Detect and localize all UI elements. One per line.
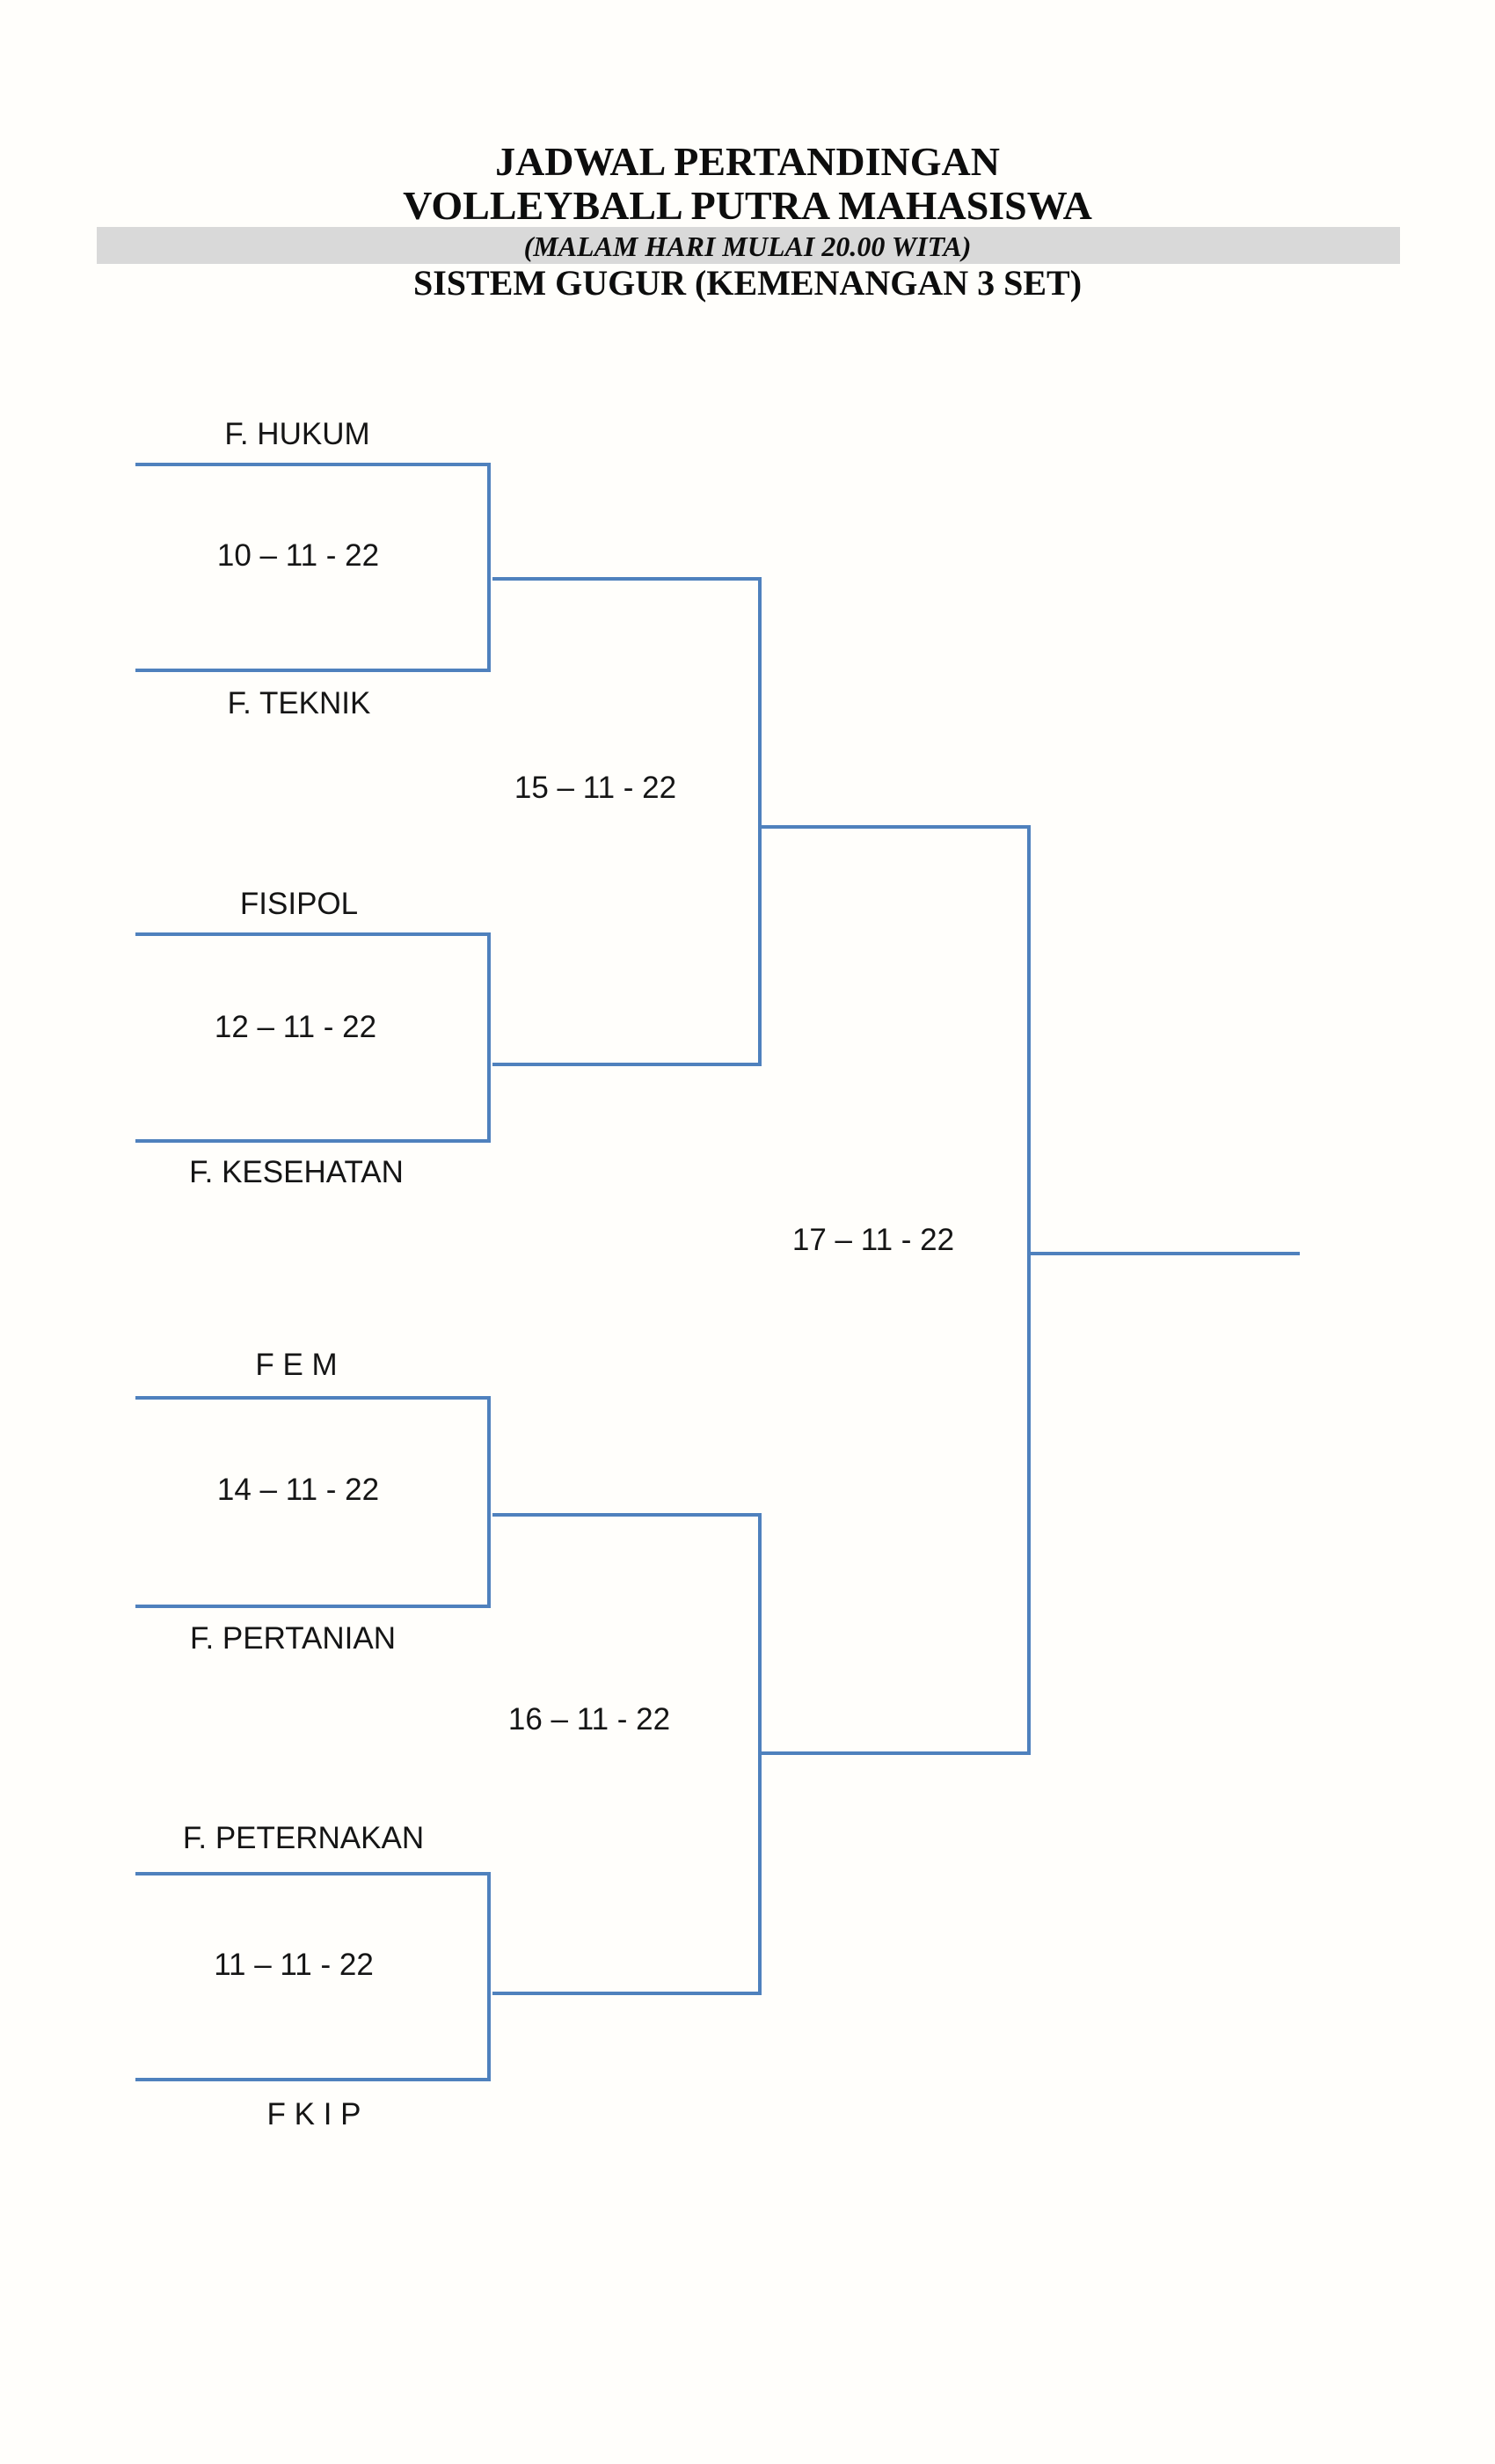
team-label-f-teknik: F. TEKNIK xyxy=(227,686,371,720)
subtitle-highlight-band xyxy=(97,227,1400,264)
final-vertical-line xyxy=(1027,825,1031,1755)
match4-vertical-line xyxy=(487,1872,491,2081)
team-label-fkip: F K I P xyxy=(266,2097,361,2131)
team-label-f-peternakan: F. PETERNAKAN xyxy=(182,1821,425,1855)
match4-date: 11 – 11 - 22 xyxy=(214,1948,374,1982)
match2-date: 12 – 11 - 22 xyxy=(214,1010,377,1044)
match2-vertical-line xyxy=(487,932,491,1143)
match1-vertical-line xyxy=(487,463,491,672)
team-label-f-kesehatan: F. KESEHATAN xyxy=(189,1155,404,1189)
match3-bottom-line xyxy=(135,1605,491,1608)
page-title-line4: SISTEM GUGUR (KEMENANGAN 3 SET) xyxy=(412,263,1083,303)
final-date: 17 – 11 - 22 xyxy=(791,1223,955,1257)
match3-top-line xyxy=(135,1396,491,1400)
team-label-f-hukum: F. HUKUM xyxy=(224,417,370,451)
semifinal1-winner-line xyxy=(762,825,1029,829)
team-label-fem: F E M xyxy=(255,1348,338,1382)
team-label-f-pertanian: F. PERTANIAN xyxy=(189,1621,397,1656)
page-title-line1: JADWAL PERTANDINGAN xyxy=(495,139,1000,184)
match1-winner-line xyxy=(492,577,760,581)
semifinal2-date: 16 – 11 - 22 xyxy=(507,1702,671,1736)
page-title-line2: VOLLEYBALL PUTRA MAHASISWA xyxy=(403,183,1092,228)
page-subtitle-highlighted: (MALAM HARI MULAI 20.00 WITA) xyxy=(523,230,972,262)
match2-bottom-line xyxy=(135,1139,491,1143)
match1-bottom-line xyxy=(135,669,491,672)
semifinal2-winner-line xyxy=(762,1751,1029,1755)
final-winner-line xyxy=(1031,1252,1300,1255)
match4-bottom-line xyxy=(135,2078,491,2081)
semifinal1-vertical-line xyxy=(758,577,762,1066)
match4-winner-line xyxy=(492,1992,760,1995)
match4-top-line xyxy=(135,1872,491,1875)
team-label-fisipol: FISIPOL xyxy=(239,887,359,921)
semifinal1-date: 15 – 11 - 22 xyxy=(514,771,677,805)
match2-winner-line xyxy=(492,1063,760,1066)
match1-date: 10 – 11 - 22 xyxy=(216,538,380,573)
match1-top-line xyxy=(135,463,491,466)
semifinal2-vertical-line xyxy=(758,1513,762,1995)
match3-date: 14 – 11 - 22 xyxy=(216,1473,380,1507)
match3-vertical-line xyxy=(487,1396,491,1608)
match2-top-line xyxy=(135,932,491,936)
match3-winner-line xyxy=(492,1513,760,1517)
